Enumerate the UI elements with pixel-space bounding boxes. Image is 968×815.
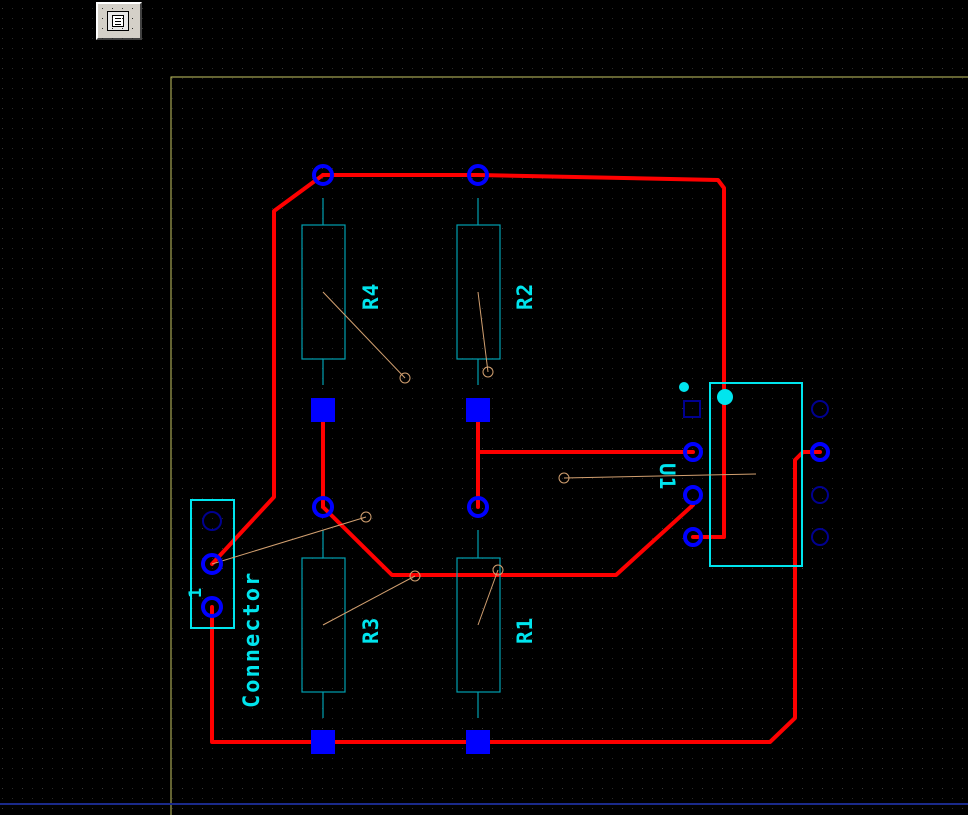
u1-pad-7 <box>810 442 830 462</box>
r1-designator: R1 <box>513 617 537 644</box>
r3-pad-2 <box>311 730 335 754</box>
r2-pad-1 <box>467 164 489 186</box>
connector-pad-3 <box>202 511 222 531</box>
u1-pad-1 <box>683 400 701 418</box>
u1-pad-8 <box>811 400 829 418</box>
connector-pad-2 <box>201 553 223 575</box>
u1-designator: U1 <box>655 463 679 490</box>
traces <box>210 173 822 744</box>
ratsnest <box>211 291 757 626</box>
u1-pad-4 <box>683 527 703 547</box>
u1-origin-marker <box>717 389 733 405</box>
connector-body[interactable] <box>190 499 235 629</box>
connector-designator: Connector <box>240 571 265 708</box>
r2-designator: R2 <box>513 283 537 310</box>
r4-designator: R4 <box>359 283 383 310</box>
connector-pin1-label: 1 <box>186 587 206 598</box>
r4-pad-1 <box>312 164 334 186</box>
connector-pad-1 <box>201 596 223 618</box>
r4-pad-2 <box>311 398 335 422</box>
r3-pad-1 <box>312 496 334 518</box>
pads[interactable] <box>201 164 830 754</box>
board-outline <box>170 76 968 815</box>
r3-designator: R3 <box>359 617 383 644</box>
trace-top-bus <box>321 173 726 539</box>
trace-top <box>210 173 325 566</box>
silkscreen <box>301 198 501 718</box>
u1-pad-3 <box>683 485 703 505</box>
r2-pad-2 <box>466 398 490 422</box>
trace-r3-u1 <box>321 503 695 577</box>
u1-pad-5 <box>811 528 829 546</box>
u1-pin1-marker <box>679 382 689 392</box>
u1-pad-2 <box>683 442 703 462</box>
u1-pad-6 <box>811 486 829 504</box>
r1-pad-1 <box>467 496 489 518</box>
r1-pad-2 <box>466 730 490 754</box>
